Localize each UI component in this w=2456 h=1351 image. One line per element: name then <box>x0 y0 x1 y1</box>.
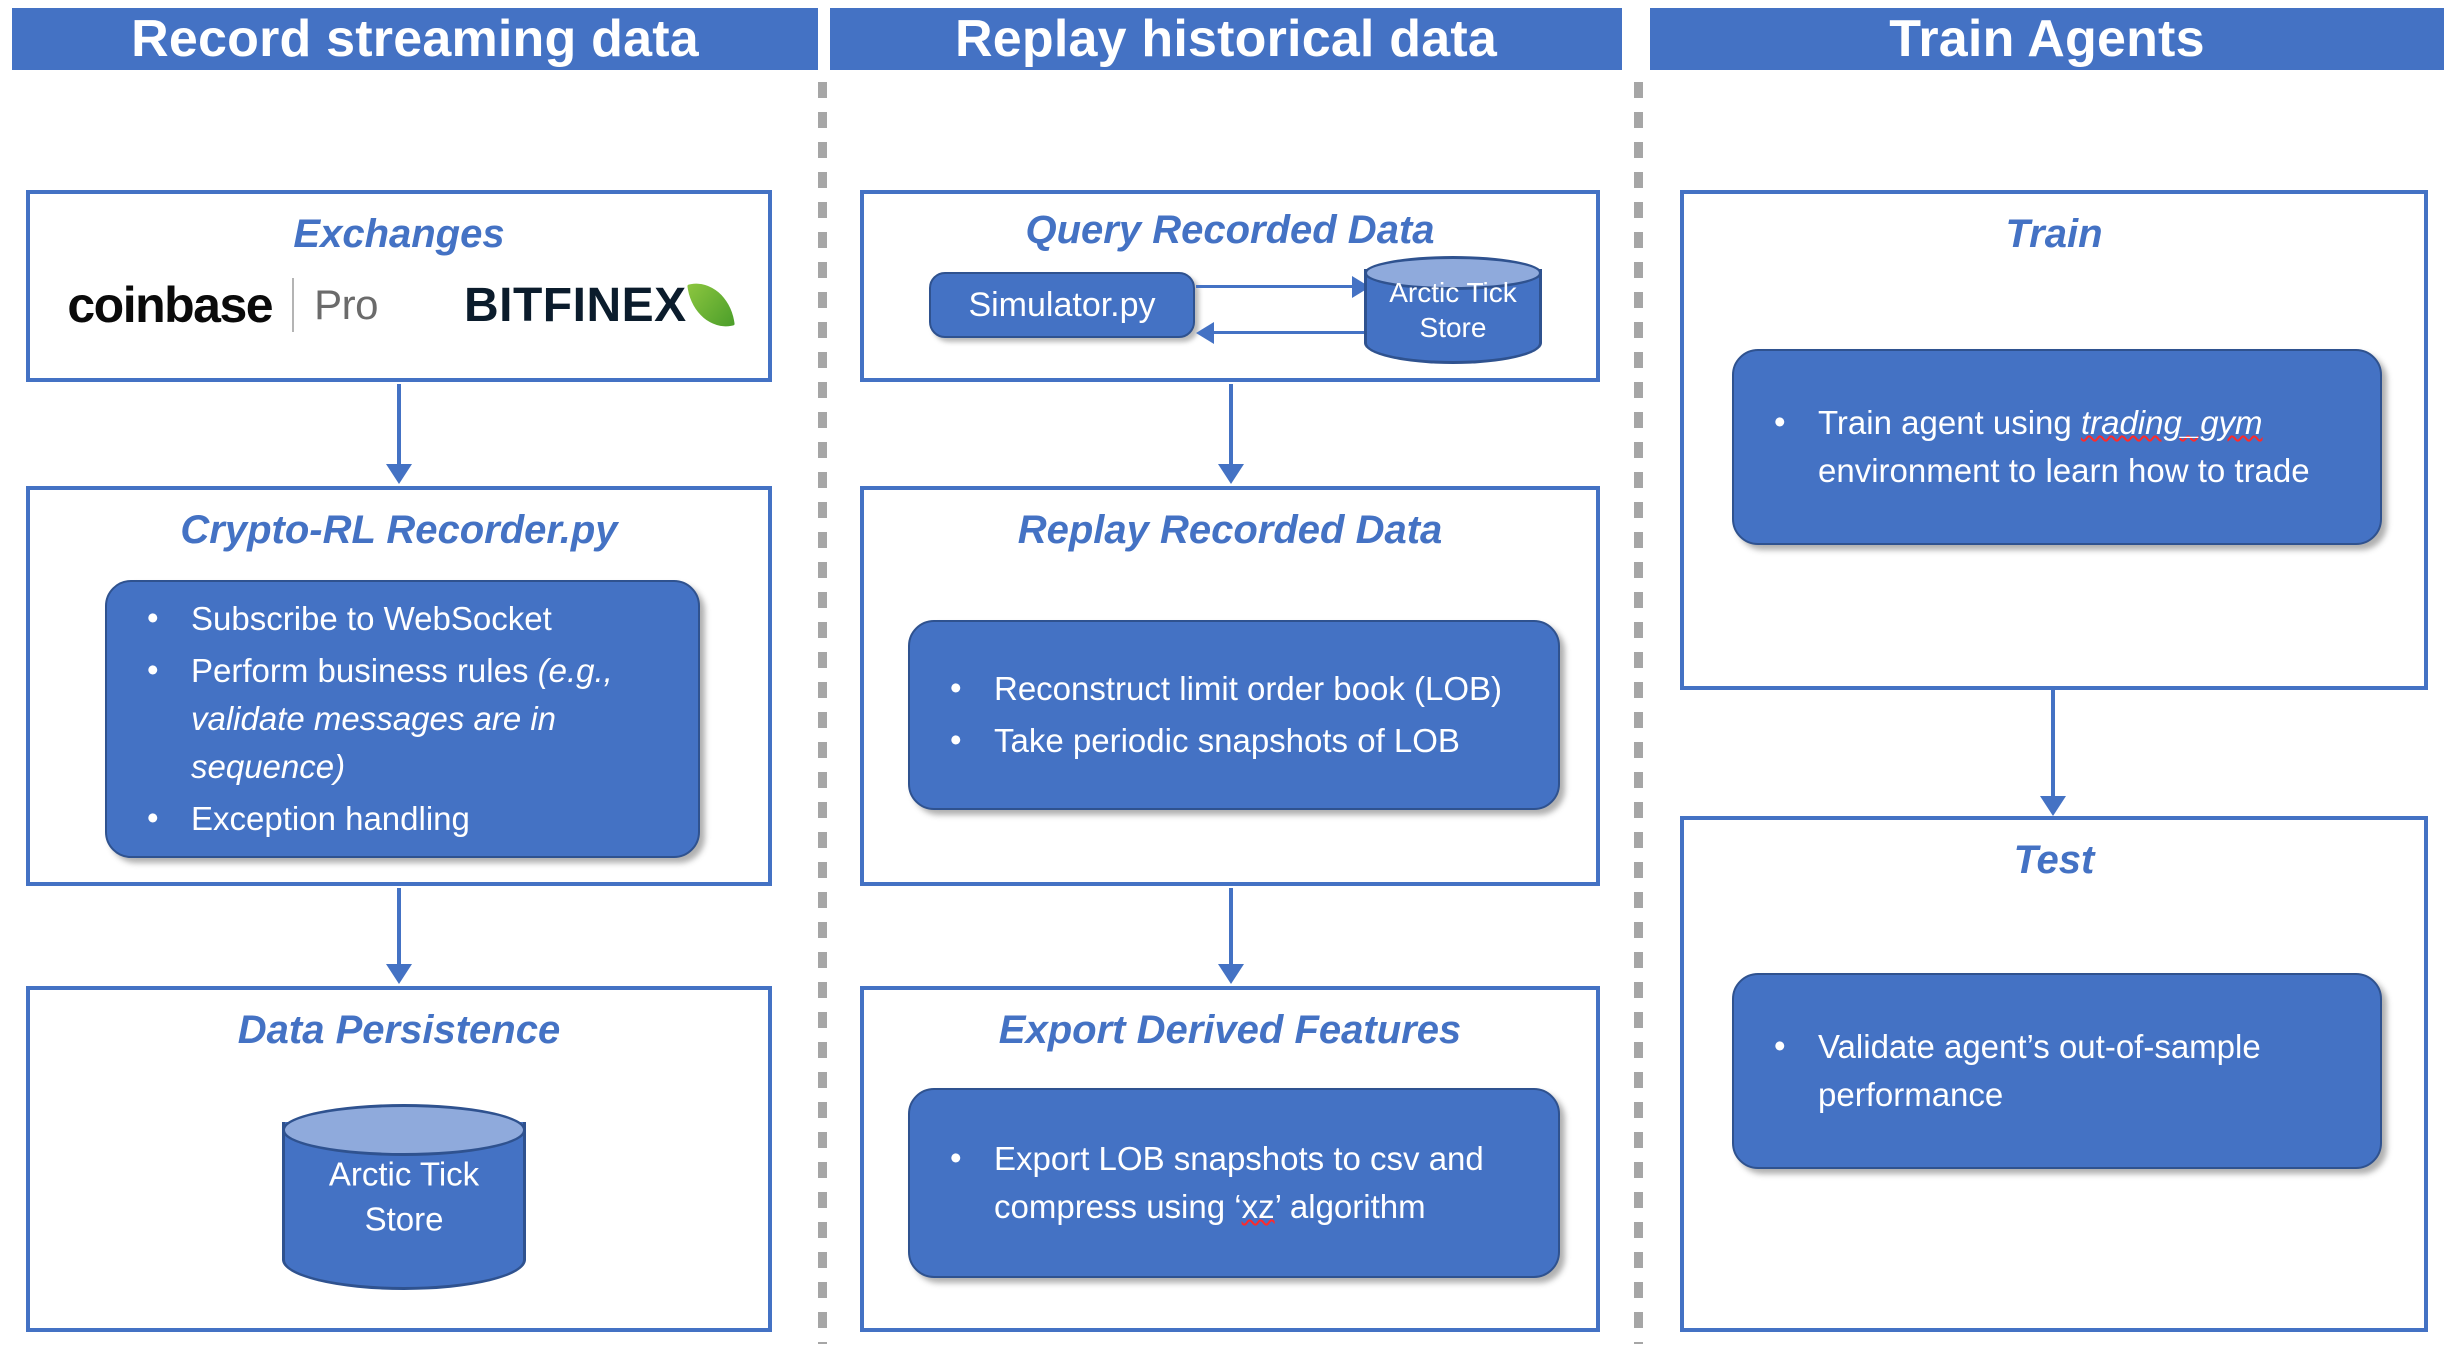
list-item: Take periodic snapshots of LOB <box>940 716 1528 765</box>
coinbase-wordmark: coinbase <box>67 277 273 333</box>
arrow-exchanges-to-recorder <box>386 384 412 484</box>
simulator-py-node: Simulator.py <box>929 272 1195 338</box>
section-title-query-recorded-data: Query Recorded Data <box>1025 208 1435 252</box>
misspelled-word: trading_gym <box>2080 404 2263 442</box>
train-card: Train agent using trading_gym environmen… <box>1732 349 2382 545</box>
list-item: Validate agent’s out-of-sample performan… <box>1764 1022 2350 1119</box>
section-replay-recorded-data: Replay Recorded Data Reconstruct limit o… <box>860 486 1600 886</box>
arctic-tick-store-cylinder: Arctic Tick Store <box>282 1104 526 1290</box>
bullet-text-b: environment to learn how to trade <box>1818 452 2310 489</box>
section-recorder: Crypto-RL Recorder.py Subscribe to WebSo… <box>26 486 772 886</box>
misspelled-word: xz <box>1241 1188 1275 1225</box>
arrow-simulator-to-store <box>1196 276 1370 298</box>
column-header-train: Train Agents <box>1650 8 2444 70</box>
list-item: Exception handling <box>137 794 668 843</box>
test-bullet-list: Validate agent’s out-of-sample performan… <box>1764 1019 2350 1123</box>
bitfinex-wordmark: BITFINEX <box>463 278 687 332</box>
list-item: Export LOB snapshots to csv and compress… <box>940 1134 1528 1231</box>
list-item: Subscribe to WebSocket <box>137 594 668 643</box>
section-train: Train Train agent using trading_gym envi… <box>1680 190 2428 690</box>
leaf-icon <box>686 277 735 333</box>
recorder-bullet-list: Subscribe to WebSocket Perform business … <box>137 591 668 846</box>
cylinder-top-ellipse <box>282 1104 526 1156</box>
column-divider-1 <box>818 82 827 1344</box>
arrow-store-to-simulator <box>1196 322 1370 344</box>
bullet-text: Perform business rules <box>191 652 538 690</box>
section-title-replay-recorded-data: Replay Recorded Data <box>1017 508 1443 552</box>
cylinder-label-line1: Arctic Tick <box>1389 277 1517 308</box>
column-divider-2 <box>1634 82 1643 1344</box>
section-title-data-persistence: Data Persistence <box>237 1008 561 1052</box>
cylinder-label-line2: Store <box>364 1200 444 1237</box>
arrow-recorder-to-persistence <box>386 888 412 984</box>
list-item: Perform business rules (e.g., validate m… <box>137 646 668 791</box>
section-test: Test Validate agent’s out-of-sample perf… <box>1680 816 2428 1332</box>
section-data-persistence: Data Persistence Arctic Tick Store <box>26 986 772 1332</box>
section-title-test: Test <box>2013 838 2095 882</box>
coinbase-pro-logo: coinbase Pro <box>67 276 378 334</box>
section-query-recorded-data: Query Recorded Data Simulator.py Arctic … <box>860 190 1600 382</box>
arrow-query-to-replay <box>1218 384 1244 484</box>
bullet-text-a: Export LOB snapshots to csv and compress… <box>994 1140 1484 1225</box>
bullet-text-italic: (e.g., validate messages are in sequence… <box>191 652 613 785</box>
column-header-record: Record streaming data <box>12 8 818 70</box>
replay-card: Reconstruct limit order book (LOB) Take … <box>908 620 1560 810</box>
section-title-recorder: Crypto-RL Recorder.py <box>180 508 618 552</box>
section-title-exchanges: Exchanges <box>293 212 505 256</box>
section-title-export-derived-features: Export Derived Features <box>998 1008 1462 1052</box>
exchange-logos: coinbase Pro BITFINEX <box>30 276 768 334</box>
coinbase-pro-suffix: Pro <box>314 281 378 328</box>
arctic-tick-store-cylinder: Arctic Tick Store <box>1364 256 1542 364</box>
arrow-train-to-test <box>2040 688 2066 816</box>
list-item: Train agent using trading_gym environmen… <box>1764 398 2350 495</box>
cylinder-label-line1: Arctic Tick <box>328 1155 480 1193</box>
cylinder-top-ellipse <box>1364 256 1542 290</box>
bullet-text-a: Train agent using <box>1818 404 2081 442</box>
recorder-card: Subscribe to WebSocket Perform business … <box>105 580 700 858</box>
logo-separator <box>292 278 295 332</box>
arrow-replay-to-export <box>1218 888 1244 984</box>
test-card: Validate agent’s out-of-sample performan… <box>1732 973 2382 1169</box>
cylinder-label: Arctic Tick Store <box>1364 275 1542 345</box>
export-bullet-list: Export LOB snapshots to csv and compress… <box>940 1131 1528 1235</box>
section-exchanges: Exchanges coinbase Pro BITFINEX <box>26 190 772 382</box>
cylinder-label: Arctic Tick Store <box>282 1152 526 1241</box>
section-title-train: Train <box>2005 212 2103 256</box>
train-bullet-list: Train agent using trading_gym environmen… <box>1764 395 2350 499</box>
bullet-text-b: ’ algorithm <box>1274 1188 1426 1225</box>
section-export-derived-features: Export Derived Features Export LOB snaps… <box>860 986 1600 1332</box>
export-card: Export LOB snapshots to csv and compress… <box>908 1088 1560 1278</box>
list-item: Reconstruct limit order book (LOB) <box>940 664 1528 713</box>
replay-bullet-list: Reconstruct limit order book (LOB) Take … <box>940 661 1528 769</box>
column-header-replay: Replay historical data <box>830 8 1622 70</box>
bitfinex-logo: BITFINEX <box>463 277 735 333</box>
cylinder-label-line2: Store <box>1419 312 1487 343</box>
